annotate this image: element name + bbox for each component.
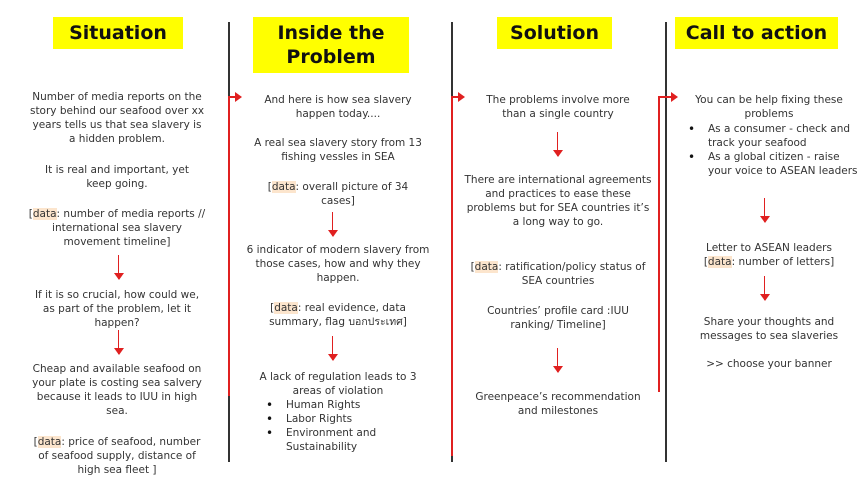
cta-text-1: You can be help fixing these problems [695,94,843,120]
down-arrow [759,276,770,301]
cta-data-note-1: [data: number of letters] [703,256,835,268]
data-label: data [32,208,57,220]
down-arrow [327,212,338,237]
list-item: Human Rights [258,398,408,412]
column-solution: The problems involve more than a single … [463,93,653,433]
situation-text-4: Cheap and available seafood on your plat… [32,363,202,417]
data-label: data [274,302,298,314]
data-note-text: : price of seafood, number of seafood su… [38,436,201,476]
list-item: Labor Rights [258,412,408,426]
header-solution: Solution [497,17,612,49]
down-arrow [113,330,124,355]
down-arrow [759,198,770,223]
solution-data-note-1: [data: ratification/policy status of SEA… [470,261,646,287]
down-arrow [327,336,338,361]
column-connector-arrow [658,92,678,101]
problem-text-4: A lack of regulation leads to 3 areas of… [259,371,417,397]
column-connector-vertical [228,96,230,396]
column-inside-the-problem: And here is how sea slavery happen today… [240,93,436,463]
solution-text-4: Greenpeace’s recommendation and mileston… [475,391,641,417]
data-note-text: : ratification/policy status of SEA coun… [498,261,646,287]
problem-data-note-2: [data: real evidence, data summary, flag… [269,302,407,328]
cta-roles-list: As a consumer - check and track your sea… [680,122,858,178]
problem-text-3: 6 indicator of modern slavery from those… [246,244,430,284]
data-label: data [474,261,499,273]
column-connector-arrow [228,92,242,101]
problem-text-2: A real sea slavery story from 13 fishing… [254,137,422,163]
list-item: As a consumer - check and track your sea… [680,122,858,150]
situation-data-note-2: [data: price of seafood, number of seafo… [33,436,201,476]
data-label: data [37,436,62,448]
column-separator [665,22,667,462]
data-note-text: : number of letters] [731,256,835,268]
problem-text-1: And here is how sea slavery happen today… [264,94,412,120]
list-item: As a global citizen - raise your voice t… [680,150,858,178]
violation-areas-list: Human Rights Labor Rights Environment an… [258,398,408,454]
down-arrow [113,255,124,280]
data-note-text: : real evidence, data summary, flag บอกป… [269,302,407,328]
cta-text-4: >> choose your banner [706,358,832,370]
situation-text-3: If it is so crucial, how could we, as pa… [34,289,200,329]
solution-text-3: Countries’ profile card :IUU ranking/ Ti… [487,305,629,331]
situation-data-note-1: [data: number of media reports // intern… [28,208,206,248]
down-arrow [552,348,563,373]
situation-text-2: It is real and important, yet keep going… [45,164,189,190]
solution-text-1: The problems involve more than a single … [486,94,630,120]
problem-data-note-1: [data: overall picture of 34 cases] [267,181,409,207]
situation-text-1: Number of media reports on the story beh… [29,91,205,145]
header-situation: Situation [53,17,183,49]
header-inside-the-problem: Inside the Problem [253,17,409,73]
header-call-to-action: Call to action [675,17,838,49]
column-connector-vertical [658,96,660,392]
down-arrow [552,132,563,157]
column-call-to-action: You can be help fixing these problems As… [680,93,858,393]
data-label: data [271,181,296,193]
column-situation: Number of media reports on the story beh… [28,90,206,480]
cta-text-3: Share your thoughts and messages to sea … [699,316,839,342]
solution-text-2: There are international agreements and p… [464,174,652,228]
data-note-text: : number of media reports // internation… [52,208,206,248]
data-label: data [707,256,732,268]
header-inside-the-problem-text: Inside the Problem [277,22,385,68]
list-item: Environment and Sustainability [258,426,408,454]
column-connector-arrow [451,92,465,101]
cta-text-2: Letter to ASEAN leaders [706,242,832,254]
column-connector-vertical [451,96,453,456]
data-note-text: : overall picture of 34 cases] [295,181,409,207]
